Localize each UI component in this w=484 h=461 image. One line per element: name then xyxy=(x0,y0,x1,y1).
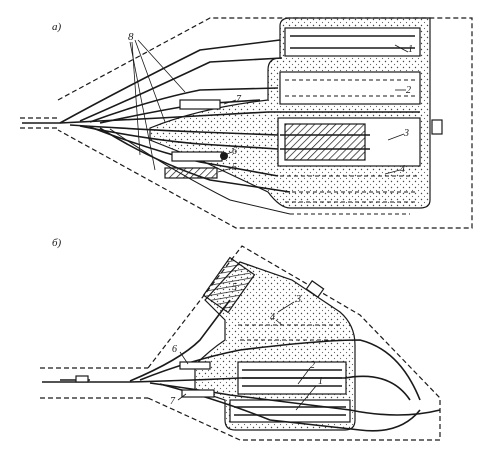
panel-a-shed-6 xyxy=(171,151,223,162)
panel-b-num-6: 6 xyxy=(172,344,177,355)
panel-b-gate xyxy=(305,280,325,298)
panel-a-label: а) xyxy=(52,21,62,33)
panel-a-num-1: 1 xyxy=(408,44,413,55)
panel-a: а) xyxy=(20,17,473,229)
panel-a-main-track xyxy=(22,111,420,124)
panel-a-hatched-store xyxy=(284,123,366,161)
panel-b-label: б) xyxy=(52,237,62,249)
panel-a-shed-5 xyxy=(164,167,218,179)
panel-a-shed-7 xyxy=(179,99,221,110)
panel-a-num-4: 4 xyxy=(400,164,405,175)
panel-b-hatched-store xyxy=(202,256,256,314)
panel-b: б) xyxy=(40,237,441,441)
panel-a-gate xyxy=(431,119,443,135)
panel-b-main-track xyxy=(42,377,346,383)
panel-b-num-7: 7 xyxy=(170,396,176,407)
panel-b-shed-7 xyxy=(181,389,215,398)
panel-b-num-1: 1 xyxy=(318,376,323,387)
panel-b-num-4: 4 xyxy=(270,312,275,323)
panel-a-num-2: 2 xyxy=(406,85,411,96)
panel-a-fence xyxy=(57,17,473,229)
panel-b-num-3: 3 xyxy=(295,294,301,305)
panel-a-num-5: 5 xyxy=(232,162,237,173)
panel-a-num-8: 8 xyxy=(128,31,134,43)
panel-a-num-6: 6 xyxy=(232,146,237,157)
panel-a-num-3: 3 xyxy=(403,128,409,139)
panel-a-building-2 xyxy=(279,71,421,105)
panel-b-fence xyxy=(147,245,441,441)
panel-b-approach-building xyxy=(75,375,89,383)
panel-b-num-2: 2 xyxy=(310,360,315,371)
panel-b-num-5: 5 xyxy=(232,282,237,293)
panel-a-building-1 xyxy=(284,27,421,57)
panel-a-num-7: 7 xyxy=(236,94,242,105)
panel-a-turntable xyxy=(220,152,228,160)
panel-b-shed-6 xyxy=(179,361,211,370)
